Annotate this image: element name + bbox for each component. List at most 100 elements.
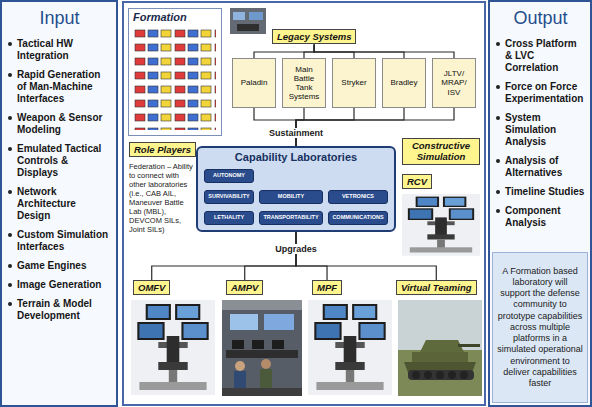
text-row: Constructive Simulation [407,140,475,163]
bullet-text: Tactical HW Integration [17,38,112,62]
label-box: Constructive Simulation [402,138,480,165]
person-head [235,361,245,371]
capability-pill: VETRONICS [328,190,388,204]
label-box: OMFV [133,280,170,295]
connector-line [314,44,454,58]
text-row: Force on Force Experimentation [495,81,586,105]
text-row: Bradley [390,78,417,87]
bullet-dot [496,209,500,213]
text-row: VETRONICS [342,194,374,200]
text-row: Capability Laboratories [198,148,394,163]
desk [226,350,298,358]
text-row: Timeline Studies [495,186,586,198]
tank-track [408,370,474,380]
floor [222,388,302,396]
node-text: SURVIVABILITY [208,194,249,200]
node-text: RCV [407,176,427,187]
text-row: Role Players [134,144,191,155]
bullet-dot [8,283,12,287]
node-text: Main Battle Tank Systems [285,65,323,102]
text-row: AMPV [231,282,258,293]
tank-wheel [460,371,468,379]
text-row: RCV [407,176,427,187]
top-photo [230,8,266,34]
bullet-dot [8,264,12,268]
node-text: AUTONOMY [213,173,245,179]
bullet-dot [8,147,12,151]
text-row: Tactical HW Integration [7,38,112,62]
wall-screen [230,314,258,330]
text-row: System Simulation Analysis [495,112,586,148]
bullet-dot [8,42,12,46]
text-row: AUTONOMY [213,173,245,179]
capability-pill: SURVIVABILITY [204,190,254,204]
note-text: Federation – Ability to connect with oth… [129,162,193,234]
capability-pill: MOBILITY [259,190,323,204]
node-text: OMFV [138,282,165,293]
connector-line [304,44,314,58]
label-box: AMPV [226,280,263,295]
capability-pill: LETHALITY [204,211,254,225]
bullet-text: Network Architecture Design [17,186,112,222]
node-text: Capability Laboratories [198,148,394,163]
person-body [260,369,272,388]
text-row: TRANSPORTABILITY [263,215,318,221]
bullet-dot [8,190,12,194]
side-panel: OutputCross Platform & LVC CorrelationFo… [488,0,592,407]
node-text: Bradley [390,78,417,87]
ceiling [222,300,302,310]
connector-line [152,232,296,280]
text-row: Cross Platform & LVC Correlation [495,38,586,74]
node-text: TRANSPORTABILITY [263,215,318,221]
bullet-text: Weapon & Sensor Modeling [17,112,112,136]
text-row: Emulated Tactical Controls & Displays [7,143,112,179]
text-row: Paladin [241,78,268,87]
node-text: Virtual Teaming [401,282,472,293]
photo-ground [230,8,266,34]
text-row: Image Generation [7,279,112,291]
bullet-text: Timeline Studies [505,186,584,198]
bullet-text: Force on Force Experimentation [505,81,586,105]
bullet-dot [8,73,12,77]
bullet-dot [496,42,500,46]
screen [233,12,245,20]
label-box: MPF [312,280,342,295]
formation-icons [134,28,216,130]
panel-title: Input [7,9,112,29]
text-row: LETHALITY [214,215,244,221]
text-row: Main Battle Tank Systems [285,65,323,102]
connector-line [314,44,354,58]
text-row: Network Architecture Design [7,186,112,222]
label-box: Role Players [129,142,196,157]
center-frame [123,2,485,405]
lab-group-box: Capability LaboratoriesAUTONOMY SURVIVABI… [196,146,396,232]
ground [398,350,482,396]
rcv-simulator [402,194,480,256]
bullet-dot [8,233,12,237]
bullet-dot [496,159,500,163]
node-text: Paladin [241,78,268,87]
text-row: Formation [129,9,221,25]
monitor [272,340,284,349]
system-box: Stryker [332,58,376,108]
connector-line [296,232,327,280]
person-body [234,371,246,388]
bullet-text: Terrain & Model Development [17,298,112,322]
tank-wheel [448,371,456,379]
tank-upper-hull [412,352,468,362]
text-row: A Formation based laboratory will suppor… [497,266,583,390]
node-text: Formation [129,9,221,25]
bullet-text: Analysis of Alternatives [505,155,586,179]
node-text: LETHALITY [214,215,244,221]
bullet-dot [8,116,12,120]
connector-line [254,44,314,58]
tank-wheel [412,371,420,379]
node-text: Constructive Simulation [407,140,475,163]
text-row: Rapid Generation of Man-Machine Interfac… [7,69,112,105]
system-box: Main Battle Tank Systems [282,58,326,108]
photo-ground [222,300,302,396]
node-text: VETRONICS [342,194,374,200]
screen [249,12,263,20]
capability-pill: AUTONOMY [204,169,254,183]
